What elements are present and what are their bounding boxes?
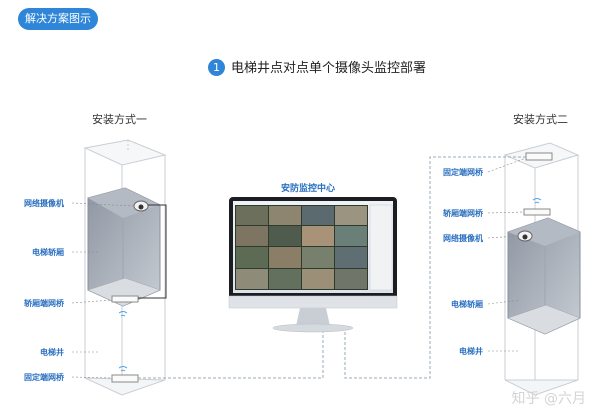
left-car-bridge-icon <box>111 295 139 303</box>
monitor-video-grid <box>235 204 393 291</box>
left-label-shaft: 电梯井 <box>40 348 64 357</box>
network-cables <box>138 156 526 379</box>
left-fixed-bridge-icon <box>111 374 139 383</box>
solution-diagram-tag[interactable]: 解决方案图示 <box>18 8 98 30</box>
leader-lines <box>71 157 527 379</box>
right-method-title: 安装方式二 <box>513 113 568 126</box>
title-text: 电梯井点对点单个摄像头监控部署 <box>231 61 427 76</box>
left-fixed-wifi-icon <box>118 366 128 372</box>
right-wifi-icon <box>532 198 542 204</box>
diagram-title: 1 电梯井点对点单个摄像头监控部署 <box>208 57 426 76</box>
left-label-car: 电梯轿厢 <box>32 248 64 257</box>
right-fixed-bridge-icon <box>525 152 553 161</box>
right-elevator-car <box>507 217 581 335</box>
monitoring-center-title: 安防监控中心 <box>281 184 336 194</box>
right-label-car-bridge: 轿厢端网桥 <box>443 209 483 218</box>
right-car-bridge-icon <box>523 208 551 216</box>
title-number-badge: 1 <box>208 59 225 76</box>
left-label-fixed-bridge: 固定端网桥 <box>24 373 64 382</box>
left-elevator-car <box>87 187 161 307</box>
left-label-car-bridge: 轿厢端网桥 <box>24 299 64 308</box>
left-method-title: 安装方式一 <box>92 113 147 126</box>
left-wifi-icon <box>118 311 128 317</box>
right-label-camera: 网络摄像机 <box>443 234 483 243</box>
right-label-fixed-bridge: 固定端网桥 <box>443 168 483 177</box>
left-camera-icon <box>133 200 149 212</box>
right-label-shaft: 电梯井 <box>459 347 483 356</box>
right-label-car: 电梯轿厢 <box>451 300 483 309</box>
left-cables <box>138 204 167 299</box>
left-label-camera: 网络摄像机 <box>24 199 64 208</box>
right-camera-icon <box>517 230 533 242</box>
watermark: 知乎 @六月 <box>511 391 586 407</box>
